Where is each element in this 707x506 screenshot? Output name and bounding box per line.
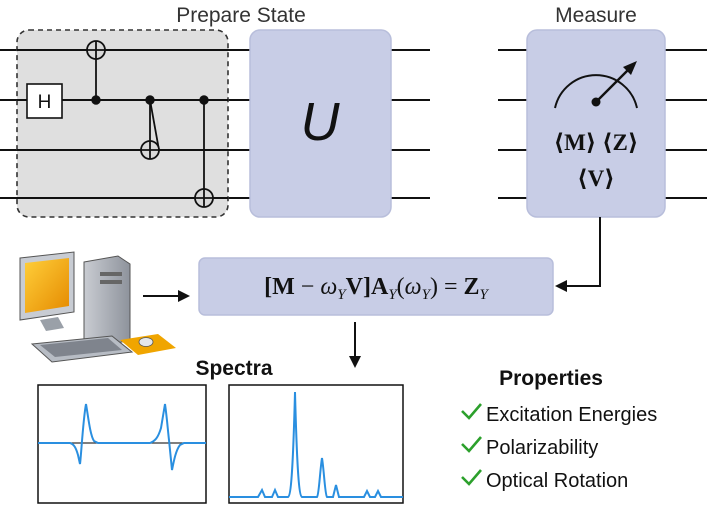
cnot-2 (140, 95, 160, 160)
unitary-label: U (301, 92, 341, 152)
property-label: Polarizability (486, 437, 598, 459)
property-item-optical-rotation: Optical Rotation (461, 469, 628, 492)
property-label: Excitation Energies (486, 404, 657, 426)
equation-to-spectra-arrowhead (349, 356, 361, 368)
meter-pivot-icon (591, 97, 601, 107)
measure-title: Measure (555, 4, 637, 27)
computer-icon (19, 251, 176, 363)
hadamard-gate: H (26, 83, 63, 119)
measure-to-equation-connector (565, 217, 601, 287)
spectrum-1-curve (38, 403, 206, 471)
property-item-polarizability: Polarizability (461, 436, 598, 459)
cnot-gates (86, 40, 214, 208)
cnot-1 (86, 40, 106, 105)
spectrum-panel-2 (228, 384, 404, 504)
check-icon (461, 436, 482, 453)
meter-arrowhead-icon (623, 61, 637, 75)
observables-line-1: ⟨M⟩ ⟨Z⟩ (554, 130, 639, 155)
cnot-3 (194, 95, 214, 208)
meter-arc-icon (554, 74, 638, 109)
check-icon (461, 403, 482, 420)
hadamard-label: H (38, 92, 52, 113)
unitary-gate: U (249, 29, 392, 218)
linear-response-equation: [M − ωYV]AY(ωY) = ZY (264, 274, 489, 303)
property-label: Optical Rotation (486, 470, 628, 492)
spectrum-2-curve (229, 391, 403, 498)
prepare-state-title: Prepare State (176, 4, 306, 27)
properties-title: Properties (499, 367, 603, 390)
prepare-state-box (16, 29, 229, 218)
measure-gate: ⟨M⟩ ⟨Z⟩ ⟨V⟩ (526, 29, 666, 218)
check-icon (461, 469, 482, 486)
meter-needle-icon (595, 65, 633, 103)
property-item-excitation: Excitation Energies (461, 403, 657, 426)
spectrum-panel-1 (37, 384, 207, 504)
spectra-title: Spectra (195, 357, 272, 380)
computer-to-equation-arrowhead (178, 290, 190, 302)
equation-box (198, 257, 554, 316)
observables-line-2: ⟨V⟩ (577, 166, 615, 191)
measure-to-equation-arrowhead (555, 280, 567, 292)
